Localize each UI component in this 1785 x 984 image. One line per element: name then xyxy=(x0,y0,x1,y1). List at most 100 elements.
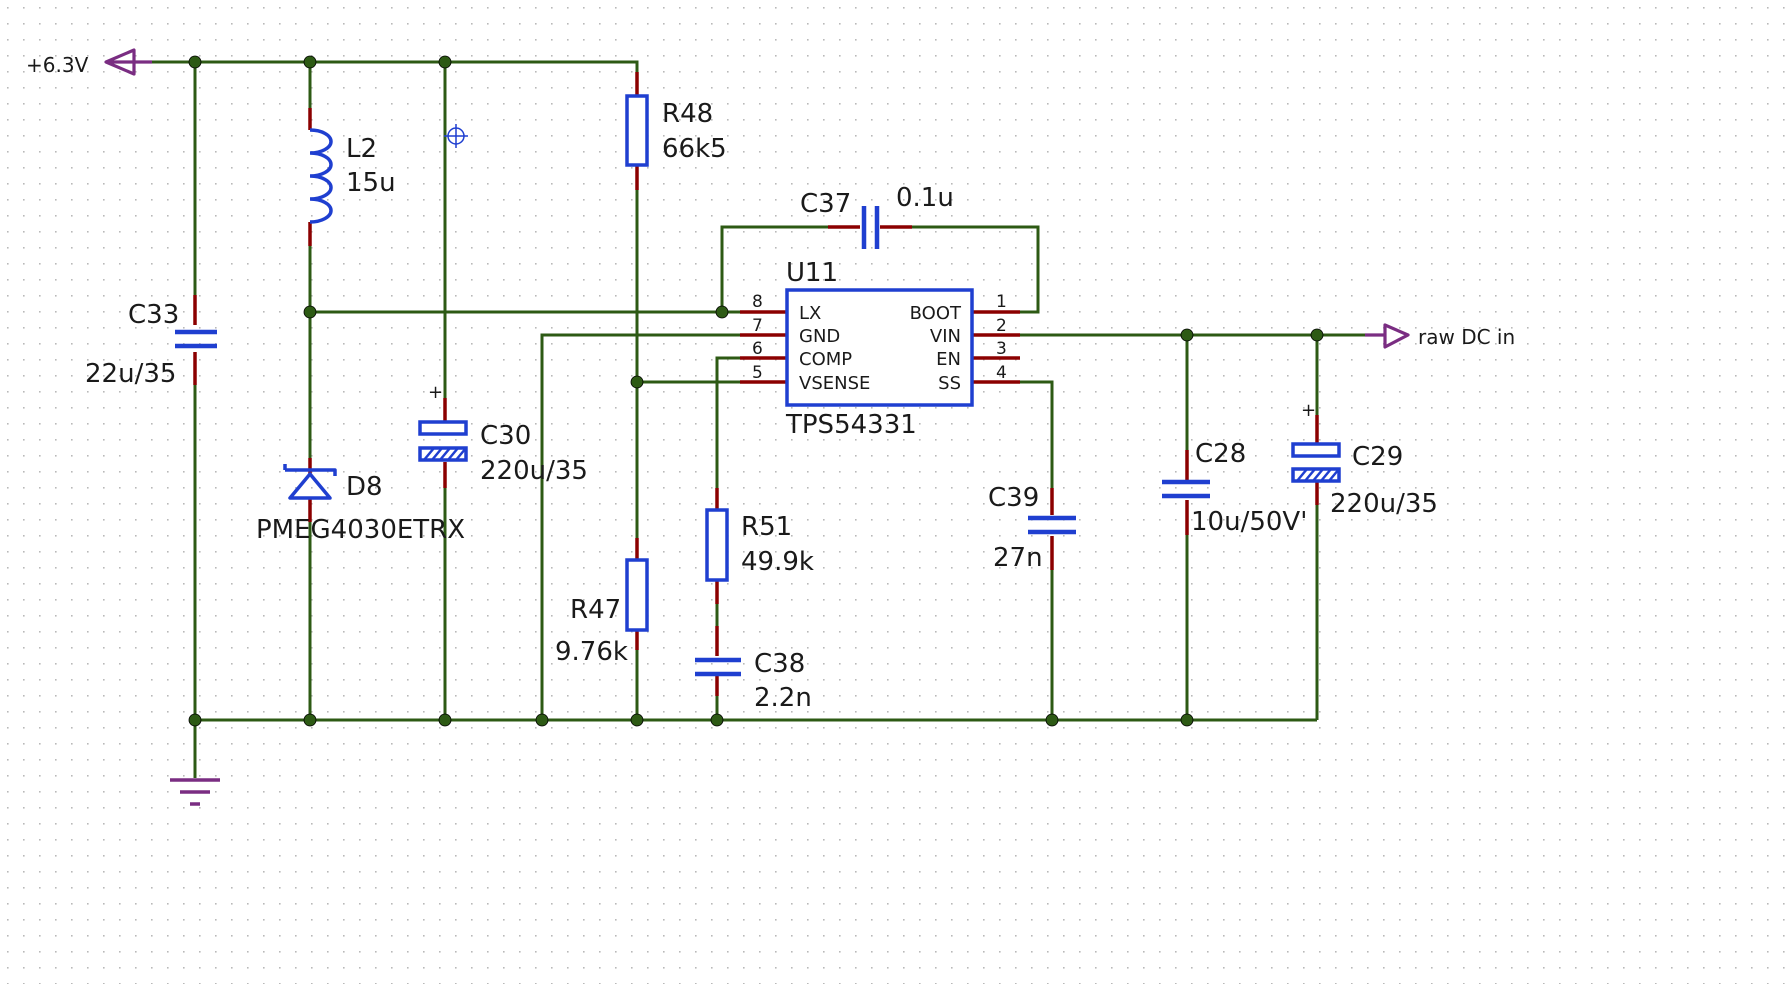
d8-value: PMEG4030ETRX xyxy=(256,515,465,545)
pin-number: 6 xyxy=(752,339,763,359)
c30-value: 220u/35 xyxy=(480,456,588,486)
capacitor-symbol-icon xyxy=(695,657,741,677)
schottky-diode-icon xyxy=(283,464,337,500)
pin-name: LX xyxy=(799,303,821,324)
pin-name: COMP xyxy=(799,349,852,370)
hatch-icon xyxy=(423,447,467,461)
port-arrow-icon xyxy=(1365,323,1410,349)
pin-number: 4 xyxy=(996,363,1007,383)
resistor-symbol-icon xyxy=(705,508,729,582)
junction xyxy=(438,713,452,727)
inductor-l2[interactable]: L2 15u xyxy=(308,108,396,246)
wire-c37-left xyxy=(720,225,828,312)
junction xyxy=(1180,713,1194,727)
junction xyxy=(535,713,549,727)
pin-name: VIN xyxy=(930,326,961,347)
capacitor-symbol-icon xyxy=(175,329,217,349)
port-vout[interactable]: +6.3V xyxy=(26,48,152,77)
ground-icon xyxy=(170,778,220,806)
r48-ref: R48 xyxy=(662,99,713,129)
capacitor-c29[interactable]: + C29 220u/35 xyxy=(1291,400,1438,519)
pin-number: 7 xyxy=(752,316,763,336)
pin-number: 3 xyxy=(996,339,1007,359)
c29-value: 220u/35 xyxy=(1330,489,1438,519)
port-vout-label: +6.3V xyxy=(26,53,89,77)
resistor-symbol-icon xyxy=(625,558,649,632)
wire-c37-right xyxy=(912,225,1040,314)
c37-ref: C37 xyxy=(800,189,851,219)
r47-ref: R47 xyxy=(570,595,621,625)
inductor-coil-icon xyxy=(309,128,333,224)
junction xyxy=(303,305,317,319)
r48-value: 66k5 xyxy=(662,134,727,164)
capacitor-c33[interactable]: C33 22u/35 xyxy=(85,295,217,389)
c33-ref: C33 xyxy=(128,300,179,330)
c29-ref: C29 xyxy=(1352,442,1403,472)
d8-ref: D8 xyxy=(346,472,383,502)
capacitor-symbol-icon xyxy=(1162,479,1210,499)
wire-comp xyxy=(715,356,740,488)
junction xyxy=(438,55,452,69)
ic-body xyxy=(785,288,974,407)
c30-polarity: + xyxy=(428,382,443,403)
electrolytic-plate-icon xyxy=(1291,442,1341,458)
junction xyxy=(630,713,644,727)
junction xyxy=(188,713,202,727)
resistor-r48[interactable]: R48 66k5 xyxy=(625,72,727,190)
hatch-icon xyxy=(1296,468,1340,482)
wire-ss xyxy=(1020,380,1054,488)
pin-name: BOOT xyxy=(910,303,962,324)
pin-number: 5 xyxy=(752,363,763,383)
pin-number: 2 xyxy=(996,316,1007,336)
capacitor-c28[interactable]: C28 10u/50V' xyxy=(1162,439,1307,537)
l2-value: 15u xyxy=(346,168,396,198)
capacitor-c39[interactable]: C39 27n xyxy=(988,483,1076,573)
pin-name: GND xyxy=(799,326,840,347)
pin-name: VSENSE xyxy=(799,373,870,394)
junction xyxy=(715,305,729,319)
electrolytic-plate-icon xyxy=(418,420,468,436)
ic-pin-leads xyxy=(740,310,1020,384)
r47-value: 9.76k xyxy=(555,637,628,667)
r51-value: 49.9k xyxy=(741,547,814,577)
capacitor-symbol-icon xyxy=(861,206,880,249)
pin-name: EN xyxy=(936,349,961,370)
ic-ref: U11 xyxy=(786,258,838,288)
resistor-r47[interactable]: R47 9.76k xyxy=(555,538,649,667)
diode-d8[interactable]: D8 PMEG4030ETRX xyxy=(256,458,465,545)
junction xyxy=(710,713,724,727)
pin-number: 8 xyxy=(752,292,763,312)
c37-value: 0.1u xyxy=(896,183,954,213)
junction xyxy=(1180,328,1194,342)
junction xyxy=(188,55,202,69)
pin-number: 1 xyxy=(996,292,1007,312)
wires xyxy=(150,60,1365,778)
junction xyxy=(303,713,317,727)
c39-value: 27n xyxy=(993,543,1043,573)
junction xyxy=(303,55,317,69)
c33-value: 22u/35 xyxy=(85,359,176,389)
capacitor-c37[interactable]: C37 0.1u xyxy=(800,183,954,249)
pin-name: SS xyxy=(938,373,961,394)
junction xyxy=(1045,713,1059,727)
c29-polarity: + xyxy=(1301,400,1316,421)
resistor-symbol-icon xyxy=(625,94,649,167)
port-arrow-icon xyxy=(104,48,152,76)
capacitor-c30[interactable]: + C30 220u/35 xyxy=(418,382,588,488)
junctions xyxy=(188,55,1324,727)
c38-value: 2.2n xyxy=(754,683,812,713)
l2-ref: L2 xyxy=(346,134,377,164)
capacitor-c38[interactable]: C38 2.2n xyxy=(695,626,812,713)
c28-ref: C28 xyxy=(1195,439,1246,469)
ic-u11[interactable]: U11 TPS54331 8 7 6 5 LX GND COMP VSENSE … xyxy=(740,258,1020,440)
port-vin-label: raw DC in xyxy=(1418,325,1515,349)
c39-ref: C39 xyxy=(988,483,1039,513)
wire-gnd-pin xyxy=(540,333,740,720)
capacitor-symbol-icon xyxy=(1028,515,1076,535)
c38-ref: C38 xyxy=(754,649,805,679)
resistor-r51[interactable]: R51 49.9k xyxy=(705,488,814,604)
port-vin[interactable]: raw DC in xyxy=(1365,323,1515,349)
crosshair-cursor-icon xyxy=(444,124,468,148)
